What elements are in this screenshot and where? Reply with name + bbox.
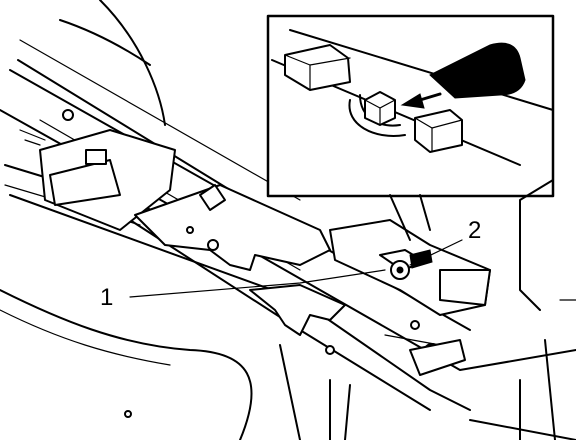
direction-arrow bbox=[400, 93, 425, 109]
latch-slot bbox=[85, 149, 107, 165]
rail-component bbox=[134, 184, 491, 376]
component-hole bbox=[186, 226, 194, 234]
inset-block-left bbox=[284, 44, 351, 91]
rail-bolt-3 bbox=[124, 410, 132, 418]
inset-block-right bbox=[414, 109, 463, 153]
leader-line-2 bbox=[409, 239, 463, 266]
callout-1: 1 bbox=[100, 284, 113, 311]
detail-inset bbox=[266, 14, 555, 311]
rail-bolt-2 bbox=[325, 345, 335, 355]
fastener-2-center bbox=[396, 266, 404, 274]
latch-bracket bbox=[19, 129, 176, 231]
rail-bolt-1 bbox=[62, 109, 74, 121]
tool-tip bbox=[409, 249, 433, 269]
leader-lines bbox=[129, 239, 463, 298]
leader-line-1 bbox=[129, 269, 386, 298]
component-bolt bbox=[207, 239, 219, 251]
tool-silhouette bbox=[429, 42, 526, 99]
callout-2: 2 bbox=[468, 217, 481, 244]
lower-hole bbox=[410, 320, 420, 330]
